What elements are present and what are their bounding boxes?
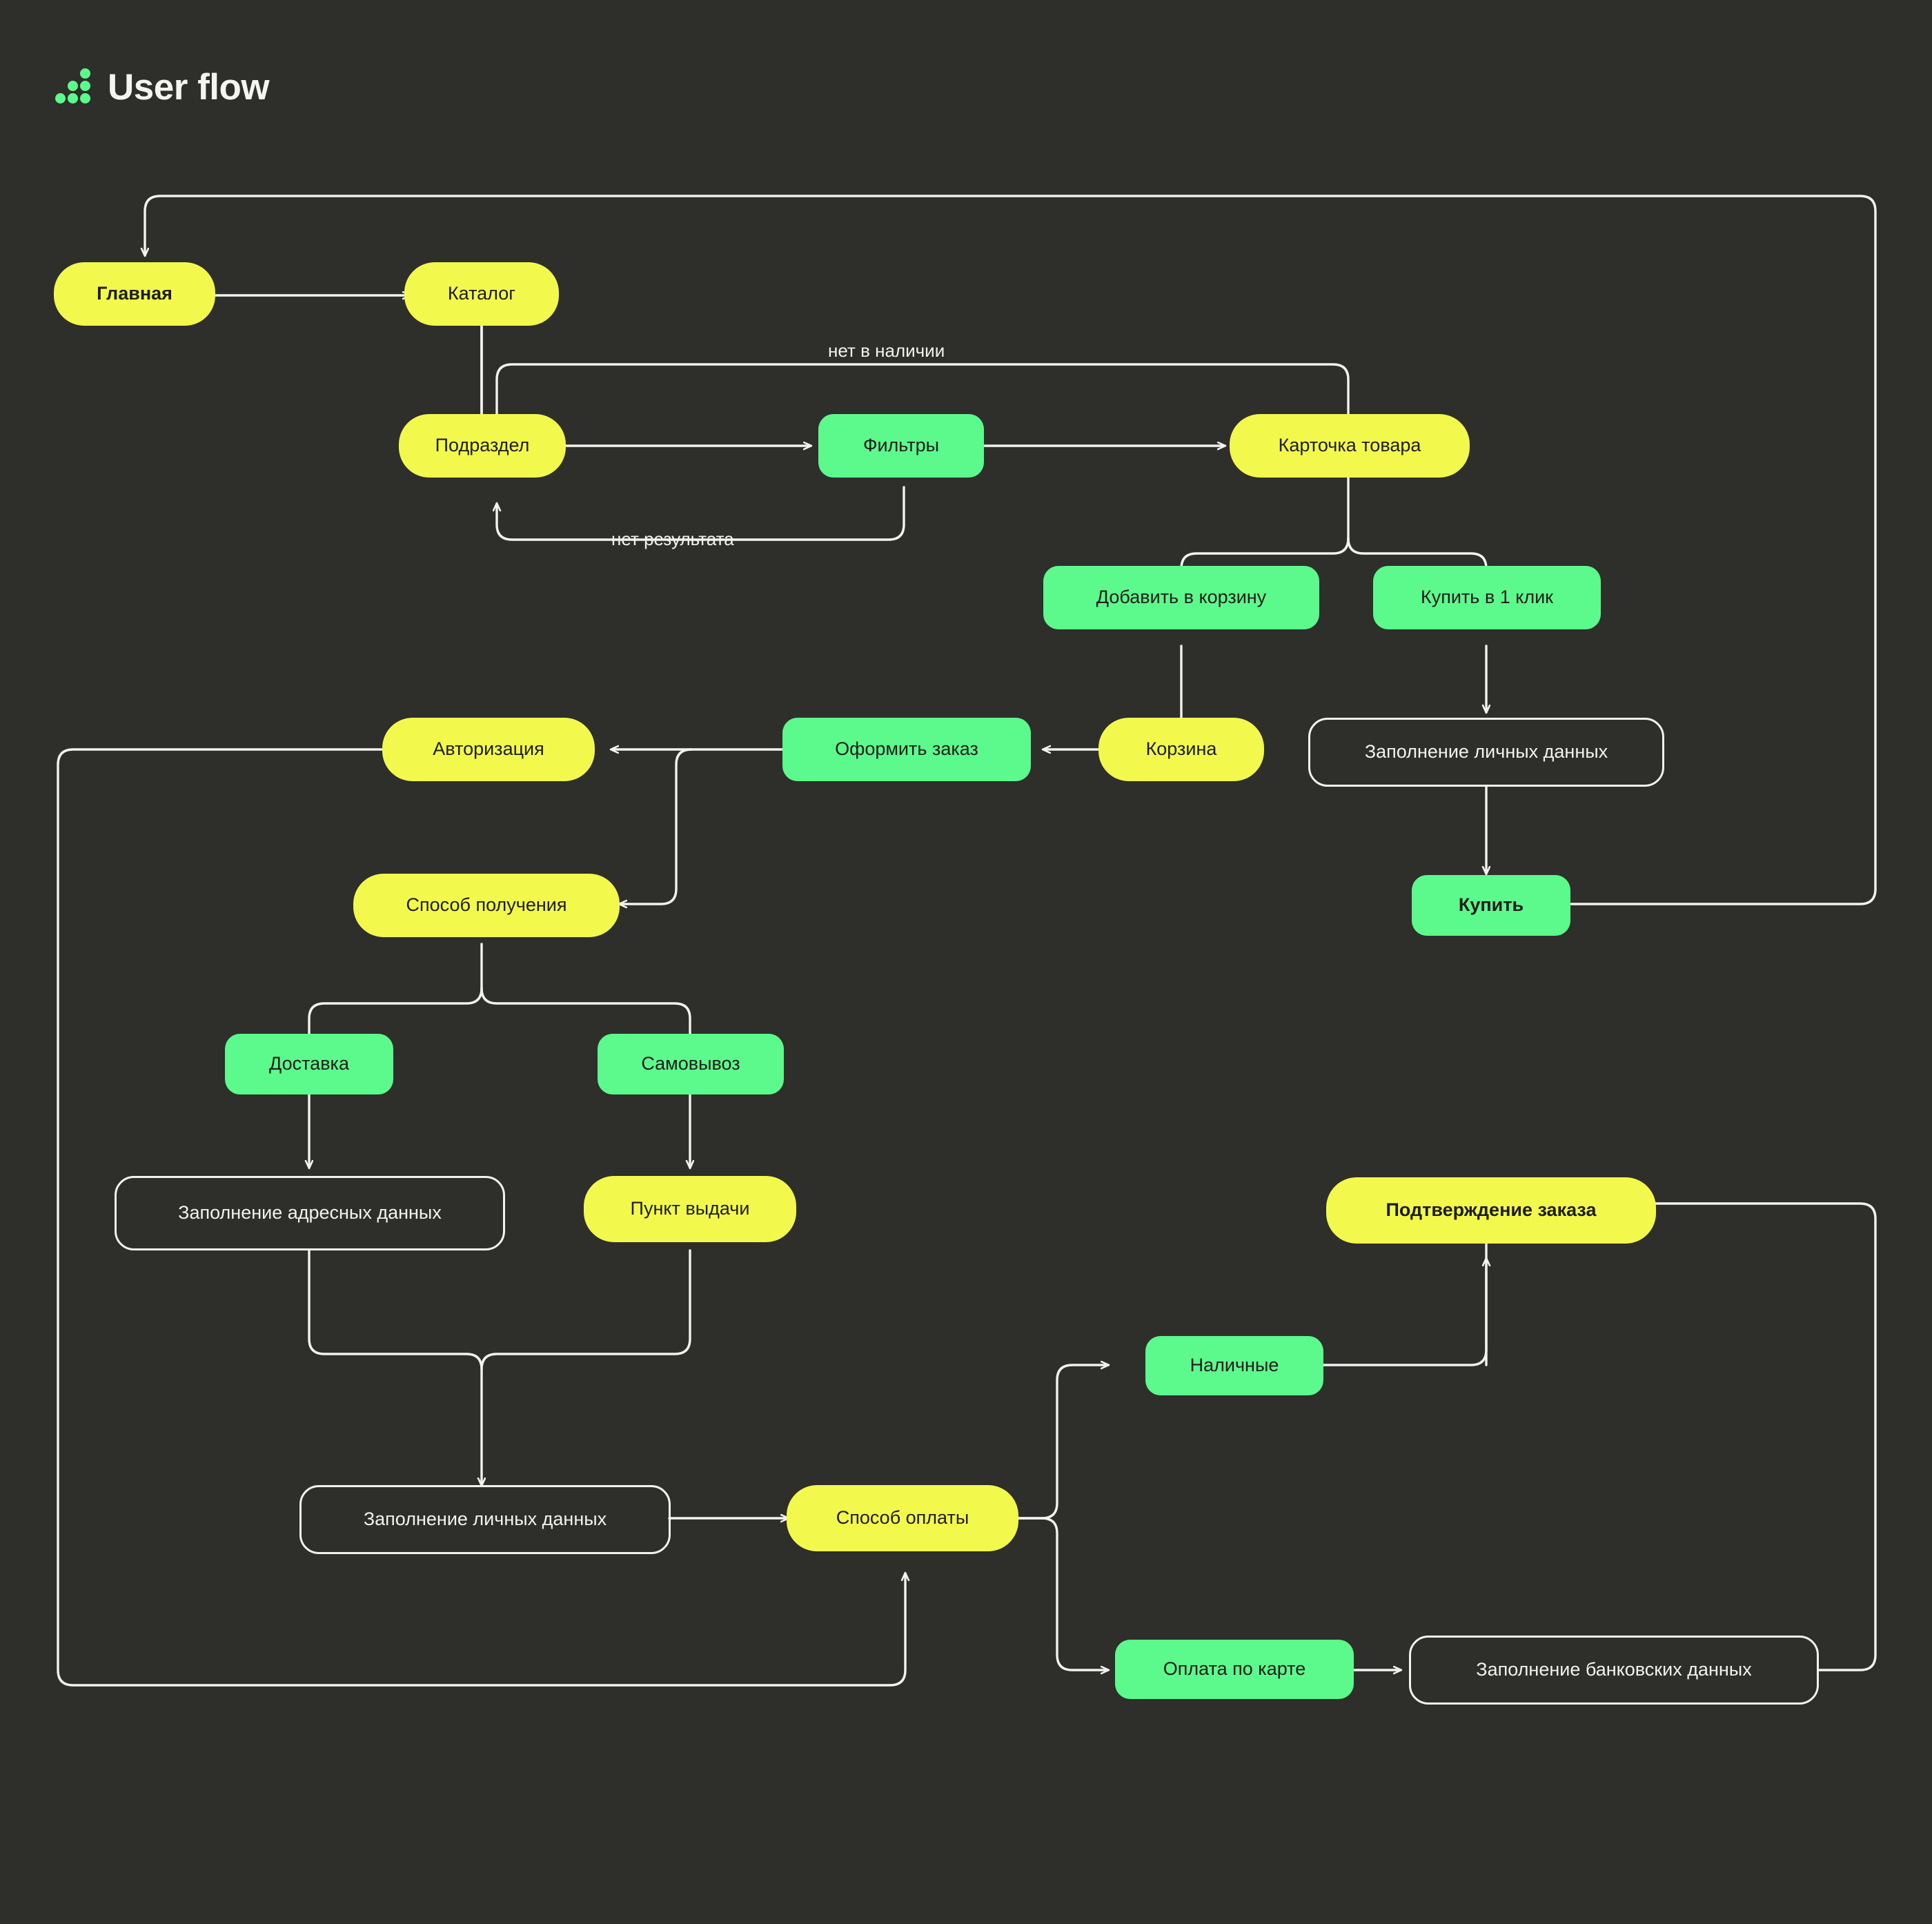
node-oformit-zakaz[interactable]: Оформить заказ — [782, 718, 1031, 781]
node-sposob-polucheniya[interactable]: Способ получения — [353, 874, 620, 937]
node-filtry-label: Фильтры — [862, 435, 940, 456]
node-podtverzhdenie-zakaza-label: Подтверждение заказа — [1386, 1199, 1597, 1221]
node-korzina[interactable]: Корзина — [1098, 718, 1264, 781]
node-dobavit-v-korzinu-label: Добавить в корзину — [1096, 587, 1267, 608]
edge-kartochka-dobavit — [1181, 537, 1350, 600]
edge-adresnye-lichnye2 — [308, 1249, 482, 1485]
page-title: User flow — [108, 67, 270, 108]
node-zapolnenie-lichnyh-dannyh-2[interactable]: Заполнение личных данных — [299, 1485, 671, 1554]
node-oformit-zakaz-label: Оформить заказ — [835, 738, 978, 760]
node-zapolnenie-adresnyh-dannyh[interactable]: Заполнение адресных данных — [115, 1176, 505, 1250]
node-punkt-vydachi[interactable]: Пункт выдачи — [584, 1176, 796, 1242]
node-podtverzhdenie-zakaza[interactable]: Подтверждение заказа — [1326, 1177, 1656, 1244]
node-dostavka[interactable]: Доставка — [225, 1034, 393, 1094]
edge-filtry-podrazdel-no-result — [497, 486, 905, 541]
node-katalog[interactable]: Каталог — [404, 262, 559, 326]
node-glavnaya[interactable]: Главная — [54, 262, 215, 326]
edge-sposob-dostavka — [309, 987, 483, 1049]
node-kupit-label: Купить — [1458, 894, 1524, 916]
edge-sposob-samovyvoz — [480, 987, 690, 1049]
edge-kartochka-kupit1klik — [1347, 537, 1486, 600]
node-dobavit-v-korzinu[interactable]: Добавить в корзину — [1043, 566, 1319, 629]
six-dot-triangle-logo-icon — [55, 68, 90, 104]
node-oplata-po-karte-label: Оплата по карте — [1163, 1658, 1306, 1680]
node-zapolnenie-lichnyh-dannyh-2-label: Заполнение личных данных — [363, 1509, 607, 1530]
node-kartochka-tovara-label: Карточка товара — [1278, 435, 1421, 456]
edge-sposob-oplaty-nalichnye — [1016, 1365, 1108, 1520]
node-korzina-label: Корзина — [1145, 738, 1217, 760]
edge-nalichnye-podtverzhdenie — [1322, 1259, 1486, 1366]
node-avtorizaciya[interactable]: Авторизация — [382, 718, 595, 781]
node-kupit-v-1-klik[interactable]: Купить в 1 клик — [1373, 566, 1601, 629]
node-punkt-vydachi-label: Пункт выдачи — [630, 1198, 750, 1219]
node-podrazdel-label: Подраздел — [435, 435, 530, 456]
node-sposob-oplaty[interactable]: Способ оплаты — [787, 1485, 1018, 1551]
node-katalog-label: Каталог — [447, 283, 516, 304]
node-podrazdel[interactable]: Подраздел — [399, 414, 566, 478]
edge-oformit-sposob-polucheniya — [620, 748, 693, 904]
node-zapolnenie-adresnyh-dannyh-label: Заполнение адресных данных — [178, 1202, 442, 1224]
node-sposob-polucheniya-label: Способ получения — [406, 894, 567, 916]
node-samovyvoz-label: Самовывоз — [641, 1053, 740, 1074]
node-kupit-v-1-klik-label: Купить в 1 клик — [1421, 587, 1553, 608]
edge-label-net-v-nalichii: нет в наличии — [828, 340, 945, 361]
node-kupit[interactable]: Купить — [1412, 875, 1570, 936]
node-dostavka-label: Доставка — [269, 1053, 349, 1074]
edge-sposob-oplaty-karta — [1016, 1517, 1108, 1670]
node-zapolnenie-bankovskih-dannyh-label: Заполнение банковских данных — [1476, 1659, 1752, 1680]
node-oplata-po-karte[interactable]: Оплата по карте — [1115, 1640, 1354, 1699]
edge-kartochka-podrazdel-no-stock — [497, 363, 1350, 435]
page-header: User flow — [55, 67, 270, 108]
edge-kupit-glavnaya — [145, 195, 1877, 905]
edge-label-net-rezultata: нет результата — [611, 529, 734, 549]
edge-avtorizaciya-sposob-oplaty — [57, 748, 905, 1687]
node-glavnaya-label: Главная — [97, 283, 172, 304]
node-nalichnye[interactable]: Наличные — [1145, 1336, 1323, 1395]
node-avtorizaciya-label: Авторизация — [433, 738, 544, 760]
edge-punkt-lichnye2 — [480, 1249, 691, 1371]
node-filtry[interactable]: Фильтры — [818, 414, 984, 478]
node-zapolnenie-bankovskih-dannyh[interactable]: Заполнение банковских данных — [1409, 1636, 1819, 1705]
node-zapolnenie-lichnyh-dannyh-1-label: Заполнение личных данных — [1364, 741, 1608, 763]
edge-bankovskie-podtverzhdenie-rail — [1653, 1202, 1877, 1671]
node-kartochka-tovara[interactable]: Карточка товара — [1230, 414, 1470, 478]
node-samovyvoz[interactable]: Самовывоз — [598, 1034, 784, 1094]
node-sposob-oplaty-label: Способ оплаты — [836, 1507, 969, 1529]
node-nalichnye-label: Наличные — [1190, 1355, 1279, 1376]
node-zapolnenie-lichnyh-dannyh-1[interactable]: Заполнение личных данных — [1308, 718, 1664, 787]
